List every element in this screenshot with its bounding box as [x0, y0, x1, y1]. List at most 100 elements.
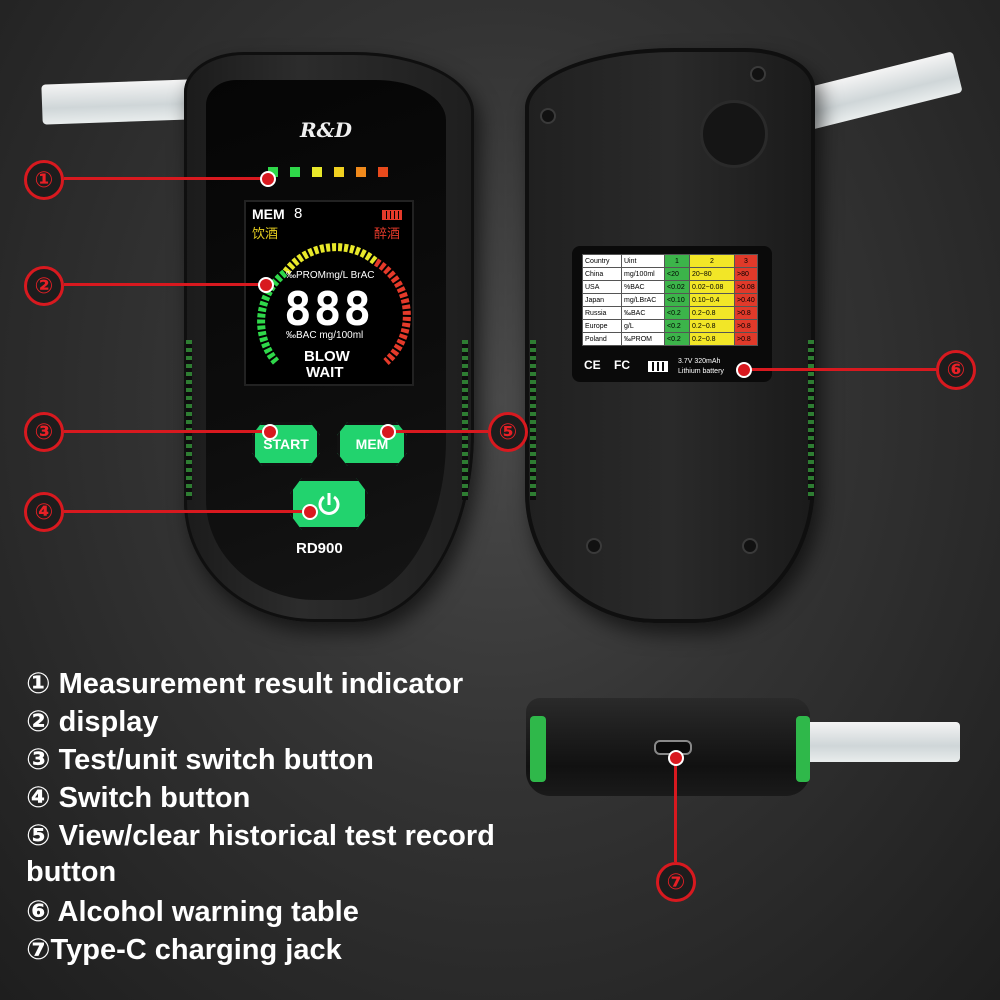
back-knob — [700, 100, 768, 168]
callout-dot-2 — [258, 277, 274, 293]
model-label: RD900 — [296, 540, 343, 557]
callout-2: ② — [24, 266, 64, 306]
table-header-cell: 2 — [689, 254, 735, 268]
screw-top-left — [540, 108, 556, 124]
indicator-led-4 — [334, 167, 344, 177]
table-cell: mg/LBrAC — [621, 293, 665, 307]
table-cell: <0.2 — [664, 332, 690, 346]
table-cell: >0.8 — [734, 332, 758, 346]
callout-dot-1 — [260, 171, 276, 187]
back-right-grip — [808, 340, 814, 500]
table-cell: mg/100ml — [621, 267, 665, 281]
table-cell: 0.02~0.08 — [689, 280, 735, 294]
callout-line-5 — [386, 430, 488, 433]
table-cell: 20~80 — [689, 267, 735, 281]
table-cell: Russia — [582, 306, 622, 320]
table-cell: %BAC — [621, 280, 665, 294]
legend-item-4: ④ Switch button — [26, 782, 251, 814]
legend-item-2: ② display — [26, 706, 159, 738]
indicator-led-3 — [312, 167, 322, 177]
table-row: Europe g/L <0.2 0.2~0.8 >0.8 — [582, 319, 758, 333]
table-header-cell: Uint — [621, 254, 665, 268]
front-mouthpiece — [41, 79, 193, 125]
table-cell: <0.2 — [664, 306, 690, 320]
bottom-mouthpiece — [805, 722, 960, 762]
callout-4: ④ — [24, 492, 64, 532]
battery-icon — [382, 210, 402, 220]
right-grip — [462, 340, 468, 500]
table-row: Poland ‰PROM <0.2 0.2~0.8 >0.8 — [582, 332, 758, 346]
table-cell: <20 — [664, 267, 690, 281]
battery-spec-line1: 3.7V 320mAh — [678, 358, 721, 365]
table-cell: ‰BAC — [621, 306, 665, 320]
wait-text: WAIT — [306, 364, 344, 381]
top-units: ‰PROMmg/L BrAC — [286, 270, 375, 281]
callout-dot-4 — [302, 504, 318, 520]
callout-dot-6 — [736, 362, 752, 378]
callout-dot-7 — [668, 750, 684, 766]
back-mouthpiece — [797, 51, 963, 131]
start-button[interactable]: START — [252, 422, 320, 466]
screw-top-right — [750, 66, 766, 82]
reading-digits: 888 — [284, 282, 374, 336]
table-row: Russia ‰BAC <0.2 0.2~0.8 >0.8 — [582, 306, 758, 320]
battery-symbol-icon — [648, 361, 668, 372]
screw-bottom-right — [742, 538, 758, 554]
power-icon — [318, 493, 340, 515]
drunk-label: 醉酒 — [374, 226, 401, 241]
ce-mark: CE — [584, 358, 601, 372]
table-cell: Poland — [582, 332, 622, 346]
table-cell: g/L — [621, 319, 665, 333]
indicator-led-6 — [378, 167, 388, 177]
table-cell: Japan — [582, 293, 622, 307]
table-cell: >0.8 — [734, 319, 758, 333]
fc-mark: FC — [614, 358, 630, 372]
legend-item-5: ⑤ View/clear historical test record — [26, 820, 495, 852]
callout-dot-3 — [262, 424, 278, 440]
table-cell: >0.40 — [734, 293, 758, 307]
mem-button[interactable]: MEM — [337, 422, 407, 466]
indicator-led-5 — [356, 167, 366, 177]
bottom-left-grip — [530, 716, 546, 782]
legend-item-5-cont: button — [26, 856, 117, 888]
blow-text: BLOW — [304, 348, 350, 365]
table-cell: 0.10~0.4 — [689, 293, 735, 307]
display-screen: MEM 8 饮酒 醉酒 ‰PROMmg/L BrAC 888 ‰BAC mg/1… — [244, 200, 414, 386]
table-cell: <0.2 — [664, 319, 690, 333]
indicator-led-2 — [290, 167, 300, 177]
table-row: USA %BAC <0.02 0.02~0.08 >0.08 — [582, 280, 758, 294]
table-row: China mg/100ml <20 20~80 >80 — [582, 267, 758, 281]
drink-label: 饮酒 — [252, 226, 279, 241]
callout-line-1 — [64, 177, 264, 180]
mem-value: 8 — [294, 205, 303, 222]
table-cell: >0.8 — [734, 306, 758, 320]
callout-1: ① — [24, 160, 64, 200]
table-cell: >80 — [734, 267, 758, 281]
table-cell: ‰PROM — [621, 332, 665, 346]
table-cell: 0.2~0.8 — [689, 319, 735, 333]
table-header-row: Country Uint 1 2 3 — [582, 254, 758, 268]
table-cell: Europe — [582, 319, 622, 333]
bottom-units: ‰BAC mg/100ml — [286, 330, 364, 341]
gauge-arc — [257, 243, 411, 365]
mem-label: MEM — [252, 206, 285, 222]
table-header-cell: Country — [582, 254, 622, 268]
callout-5: ⑤ — [488, 412, 528, 452]
table-header-cell: 3 — [734, 254, 758, 268]
table-cell: 0.2~0.8 — [689, 306, 735, 320]
left-grip — [186, 340, 192, 500]
brand-logo: R&D — [300, 118, 353, 142]
callout-6: ⑥ — [936, 350, 976, 390]
bottom-right-grip — [796, 716, 810, 782]
table-cell: <0.10 — [664, 293, 690, 307]
callout-line-3 — [64, 430, 264, 433]
table-cell: USA — [582, 280, 622, 294]
table-cell: China — [582, 267, 622, 281]
table-row: Japan mg/LBrAC <0.10 0.10~0.4 >0.40 — [582, 293, 758, 307]
table-cell: <0.02 — [664, 280, 690, 294]
legend-item-6: ⑥ Alcohol warning table — [26, 896, 359, 928]
power-button[interactable] — [290, 478, 368, 530]
alcohol-warning-table: Country Uint 1 2 3 China mg/100ml <20 20… — [582, 254, 758, 346]
table-header-cell: 1 — [664, 254, 690, 268]
callout-line-7 — [674, 758, 677, 862]
